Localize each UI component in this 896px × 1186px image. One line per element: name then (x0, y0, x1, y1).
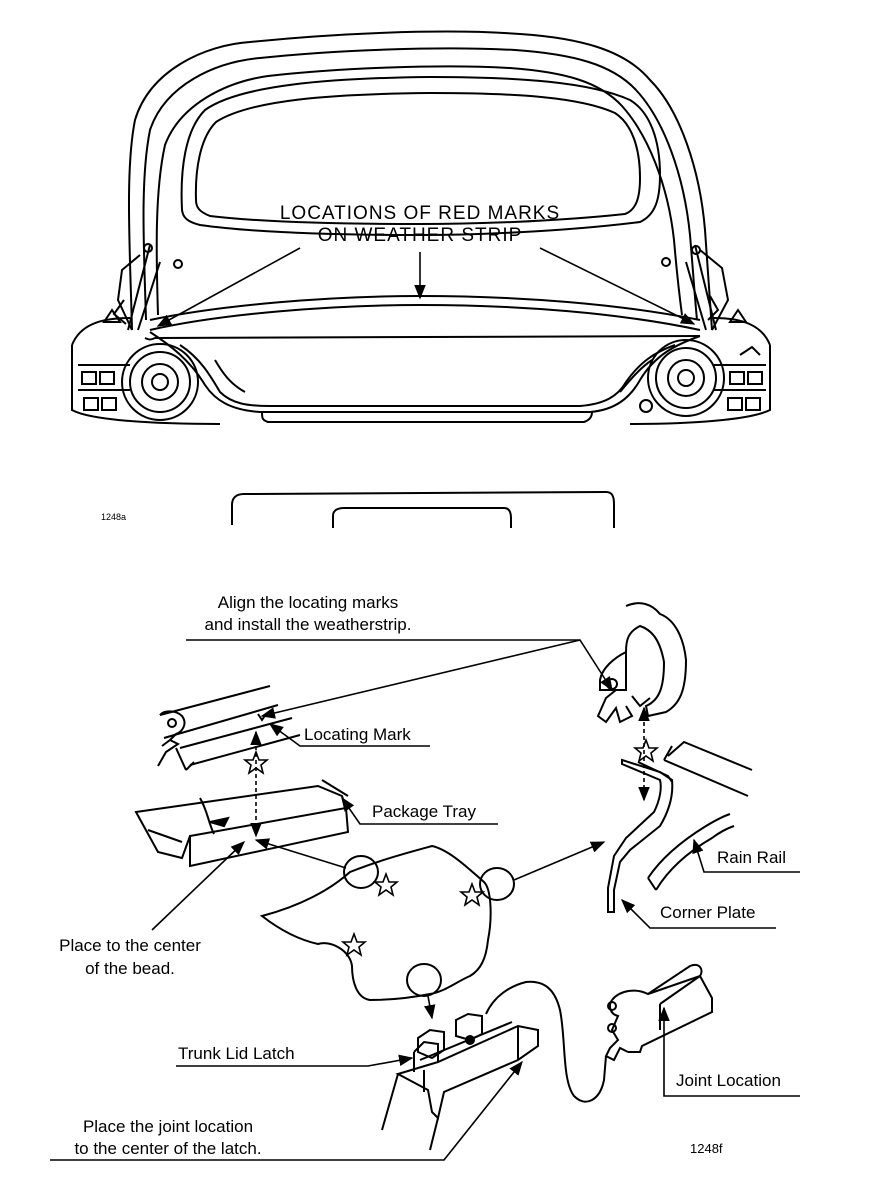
star-marks (242, 737, 660, 957)
partial-lid-outline (231, 490, 615, 528)
detail-figure-id: 1248f (690, 1141, 723, 1156)
rain-rail-label: Rain Rail (717, 848, 786, 867)
red-marks-label-line1: LOCATIONS OF RED MARKS (279, 203, 561, 224)
joint-label-line2: to the center of the latch. (74, 1139, 262, 1158)
top-figure-id: 1248a (101, 512, 127, 522)
detail-illustration (134, 602, 753, 1151)
rain-rail (663, 740, 753, 797)
package-tray-section (134, 784, 348, 860)
package-tray-label: Package Tray (372, 802, 476, 821)
joint-weatherstrip-section (611, 964, 703, 1005)
position-circles (343, 855, 515, 997)
trunk-lid-latch-label: Trunk Lid Latch (178, 1044, 295, 1063)
left-weatherstrip-section (159, 685, 301, 766)
joint-label-line1: Place the joint location (82, 1117, 254, 1136)
bead-label-line2: of the bead. (85, 959, 175, 978)
red-mark-arrows (156, 247, 696, 327)
align-label-line2: and install the weatherstrip. (204, 615, 412, 634)
corner-weatherstrip-section (616, 602, 688, 718)
corner-plate (607, 758, 674, 913)
leader-lines (50, 639, 800, 1161)
locating-mark-label: Locating Mark (304, 725, 411, 744)
trunk-opening-illustration (71, 30, 771, 425)
align-label-line1: Align the locating marks (217, 593, 399, 612)
red-marks-label-line2: ON WEATHER STRIP (317, 225, 523, 246)
bead-label-line1: Place to the center (59, 936, 201, 955)
joint-location-label: Joint Location (676, 1071, 781, 1090)
corner-plate-label: Corner Plate (660, 903, 756, 922)
trunk-opening-outline (259, 844, 492, 1002)
